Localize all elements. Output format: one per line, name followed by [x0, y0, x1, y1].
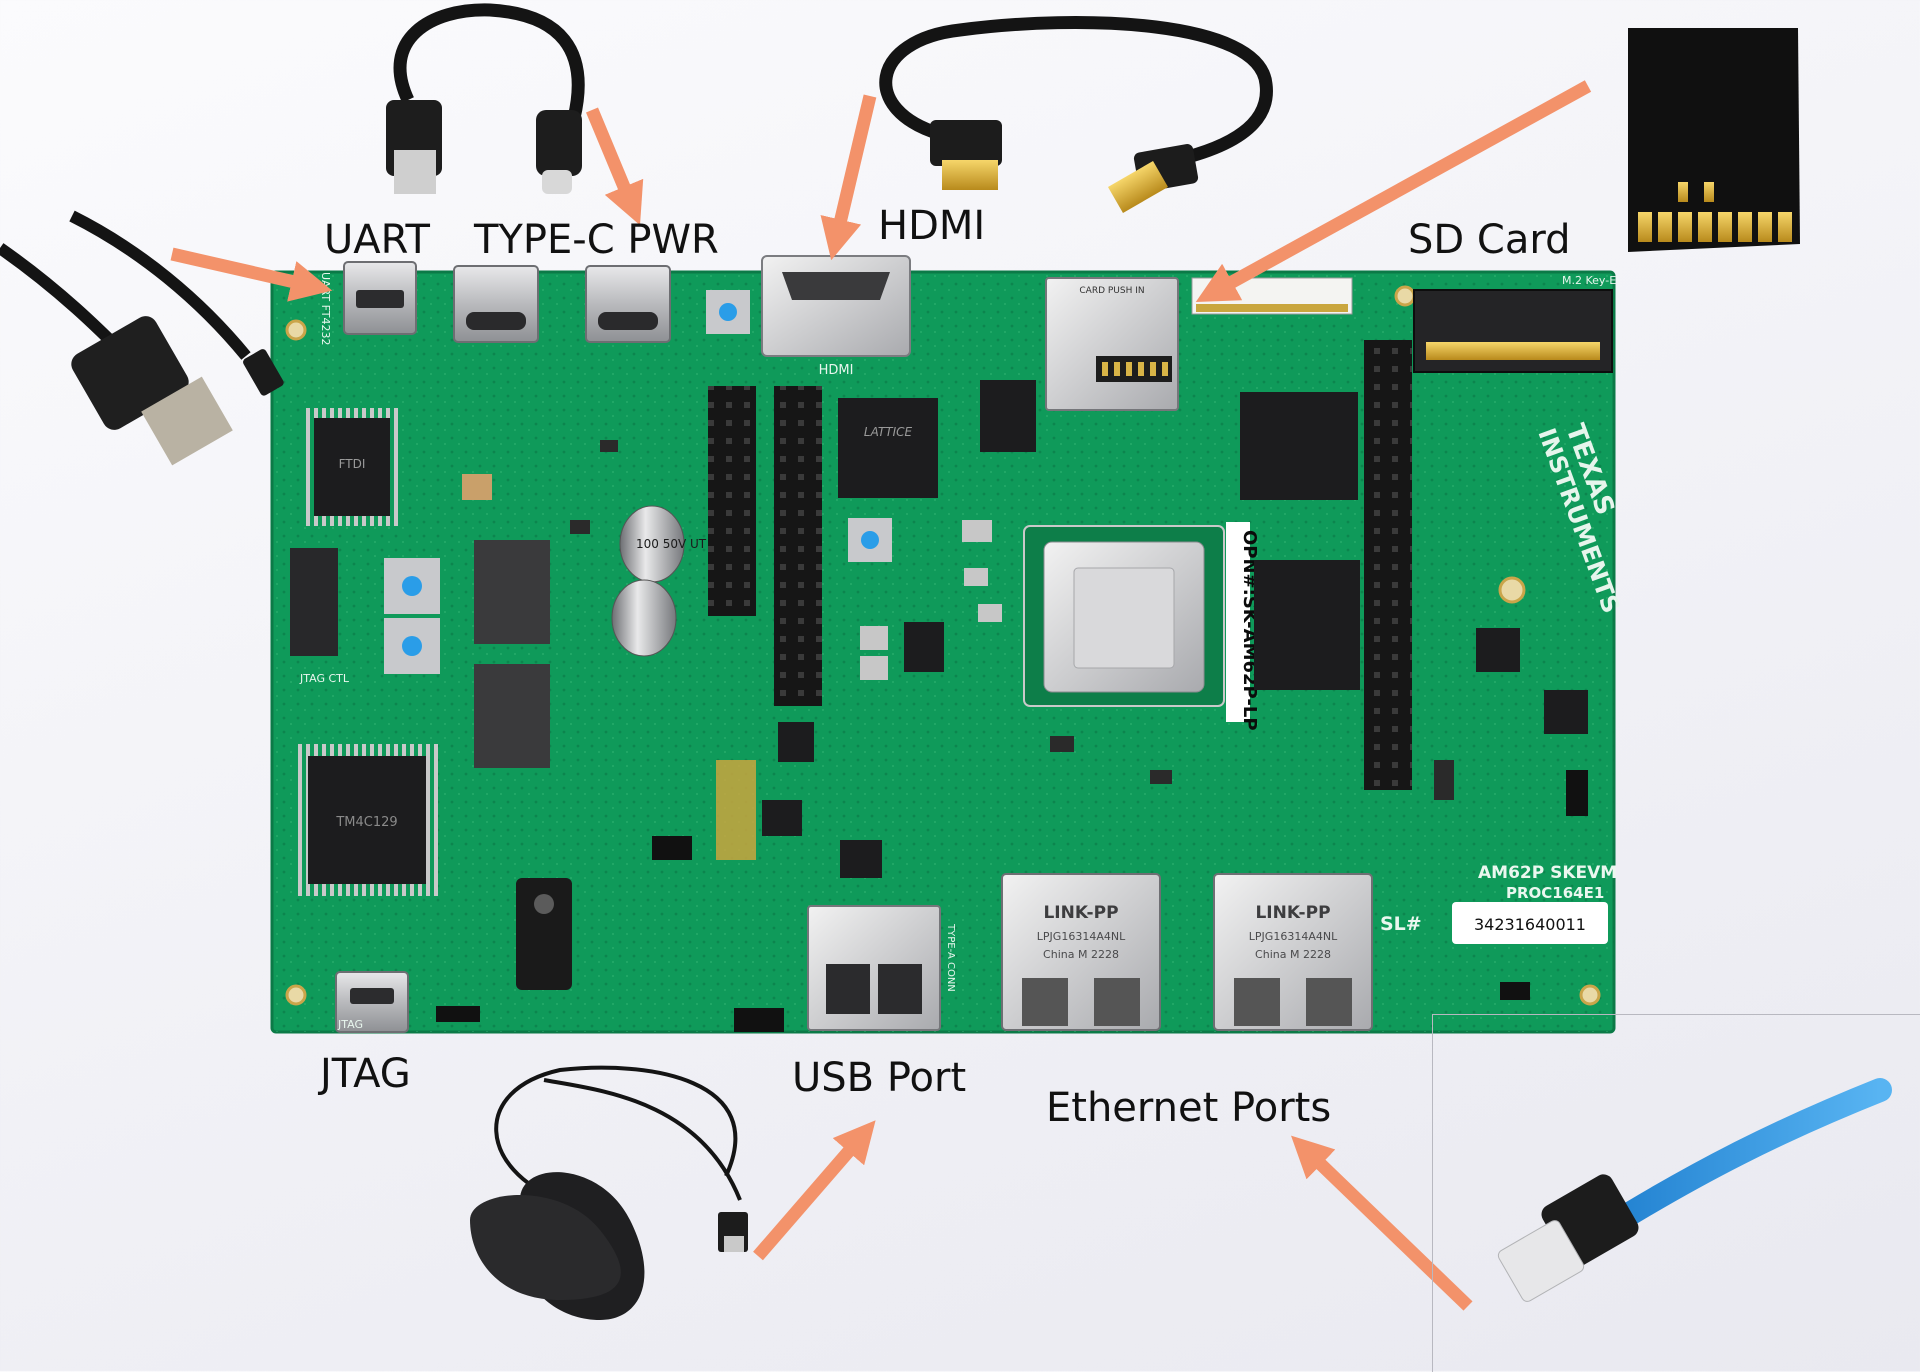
ethernet-port-1[interactable]: LINK-PP LPJG16314A4NL China M 2228	[1001, 873, 1161, 1031]
ethernet-part-2: LPJG16314A4NL	[1249, 930, 1338, 943]
label-type-c-pwr: TYPE-C PWR	[474, 217, 719, 263]
lpddr4-chip	[1254, 560, 1360, 690]
emmc-chip	[1240, 392, 1358, 500]
ethernet-cable-icon	[1497, 1078, 1892, 1302]
electrolytic-capacitors: 100 50V UT	[611, 505, 707, 657]
usb-c-pwr-connector[interactable]	[585, 265, 671, 343]
ethernet-port-2[interactable]: LINK-PP LPJG16314A4NL China M 2228	[1213, 873, 1373, 1031]
usb-hub-chip	[1476, 628, 1520, 672]
arrow-ethernet	[1291, 1135, 1473, 1311]
ethernet-brand-2: LINK-PP	[1255, 903, 1330, 923]
usb-a-cable-icon	[0, 210, 284, 466]
ethernet-origin-2: China M 2228	[1255, 948, 1331, 961]
mcu-chip-label: TM4C129	[335, 815, 397, 830]
jtag-micro-usb-connector[interactable]	[335, 971, 409, 1033]
soc-processor	[1023, 525, 1225, 707]
usb-c-cable-icon	[386, 3, 585, 194]
sd-card-icon	[1628, 28, 1800, 252]
serial-number: 34231640011	[1474, 915, 1586, 934]
misc-chip-4	[904, 622, 944, 672]
misc-chip-3	[840, 840, 882, 878]
pin-header-mcu	[708, 386, 756, 616]
m2-key-e-slot[interactable]: M.2 Key-E	[1413, 274, 1616, 373]
dip-switch-1[interactable]	[290, 548, 338, 656]
label-uart: UART	[324, 217, 430, 263]
pin-header-gpmc	[774, 386, 822, 706]
misc-chip-2	[762, 800, 802, 836]
dip-switch-3[interactable]	[474, 664, 550, 768]
small-components	[436, 440, 1588, 1032]
hdmi-silkscreen: HDMI	[819, 363, 854, 378]
arrow-usb-port	[753, 1120, 876, 1261]
mouse-icon	[470, 1065, 748, 1320]
ftdi-chip-label: FTDI	[339, 457, 366, 471]
inset-frame	[1432, 1014, 1920, 1372]
pointer-arrows	[170, 80, 1592, 1311]
ftdi-chip: FTDI	[304, 408, 400, 526]
ethernet-part: LPJG16314A4NL	[1037, 930, 1126, 943]
fpga-chip: LATTICE	[838, 398, 938, 498]
phy-chip	[1544, 690, 1588, 734]
fpga-chip-label: LATTICE	[864, 425, 913, 439]
label-usb-port: USB Port	[792, 1055, 967, 1101]
pcb-board: HDMI CARD PUSH IN M.2 Key-E	[270, 255, 1625, 1034]
uart-silkscreen: UART FT4232	[319, 272, 332, 345]
fpc-connector	[1191, 277, 1353, 315]
usb-c-drp-connector[interactable]	[453, 265, 539, 343]
uart-micro-usb-connector[interactable]	[343, 261, 417, 335]
arrow-hdmi	[820, 94, 877, 261]
label-hdmi: HDMI	[878, 203, 986, 249]
push-buttons[interactable]	[384, 290, 892, 674]
mcu-chip: TM4C129	[296, 744, 438, 896]
misc-chip-1	[778, 722, 814, 762]
cap-label: 100 50V UT	[636, 537, 707, 551]
pmic-chip	[980, 380, 1036, 452]
switch-silkscreen: JTAG CTL	[299, 672, 350, 685]
usb-silkscreen: TYPE-A CONN	[945, 923, 956, 992]
serial-sticker	[1452, 902, 1608, 944]
ethernet-brand: LINK-PP	[1043, 903, 1118, 923]
arrow-type-c-pwr	[586, 107, 644, 226]
ethernet-origin: China M 2228	[1043, 948, 1119, 961]
audio-jack[interactable]	[516, 878, 572, 990]
hdmi-connector[interactable]: HDMI	[761, 255, 911, 378]
pin-header-expansion	[1364, 340, 1412, 790]
dip-switch-2[interactable]	[474, 540, 550, 644]
label-jtag: JTAG	[320, 1051, 411, 1097]
usb-type-a-connector[interactable]: TYPE-A CONN	[807, 905, 956, 1031]
arrow-uart	[170, 247, 333, 302]
label-sd-card: SD Card	[1408, 217, 1571, 263]
arrow-sd-card	[1195, 80, 1592, 303]
serial-prefix: SL#	[1380, 913, 1422, 935]
model-line-1: AM62P SKEVM	[1478, 863, 1617, 883]
jtag-silkscreen: JTAG	[337, 1018, 363, 1031]
hdmi-cable-icon	[879, 16, 1273, 213]
m2-silkscreen: M.2 Key-E	[1562, 274, 1616, 287]
label-ethernet-ports: Ethernet Ports	[1046, 1085, 1332, 1131]
sd-slot-silkscreen: CARD PUSH IN	[1079, 286, 1144, 296]
model-line-2: PROC164E1	[1506, 884, 1604, 902]
sd-card-slot[interactable]: CARD PUSH IN	[1045, 277, 1179, 411]
